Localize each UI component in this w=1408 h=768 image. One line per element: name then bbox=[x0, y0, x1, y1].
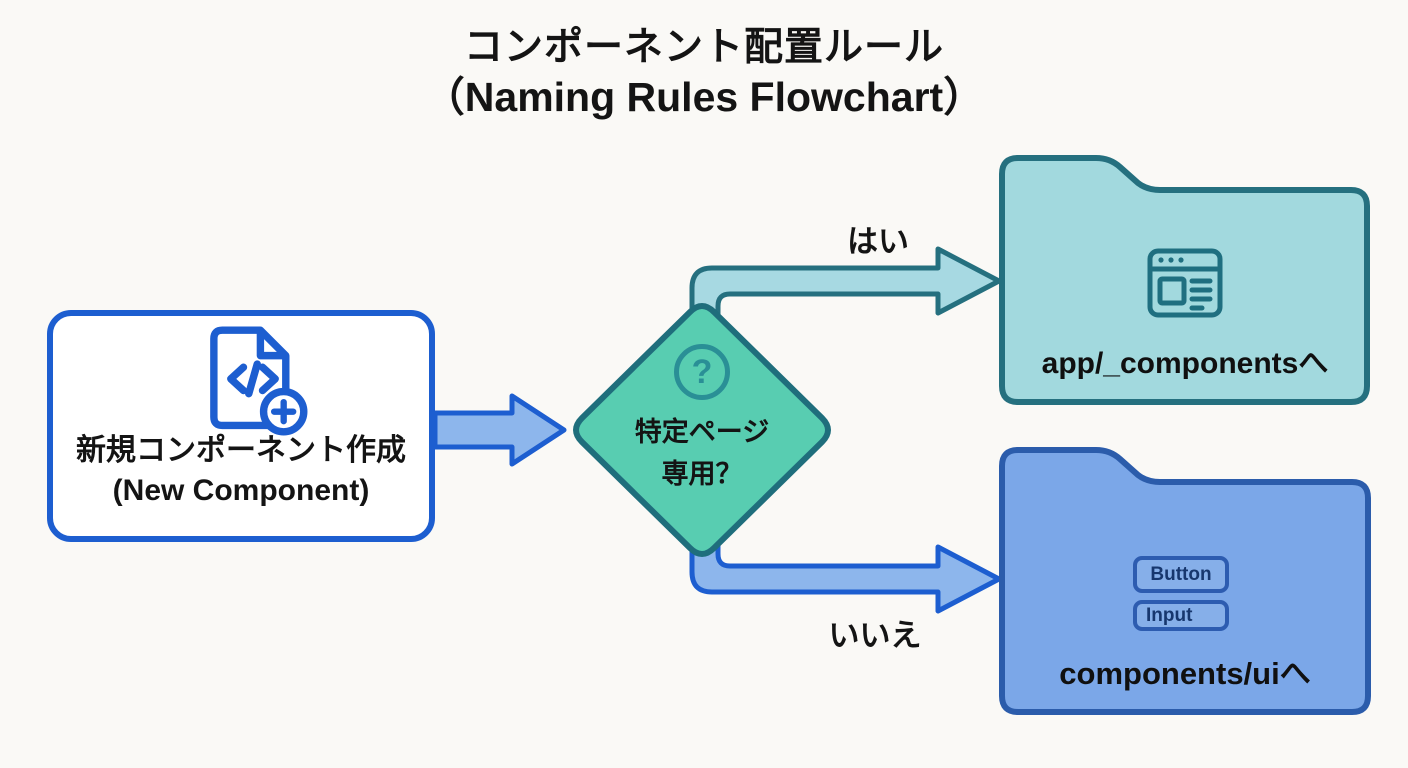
page-title: コンポーネント配置ルール （Naming Rules Flowchart） bbox=[0, 24, 1408, 122]
folder-components-ui-label: components/uiへ bbox=[1059, 656, 1311, 691]
decision-diamond bbox=[573, 303, 831, 557]
arrow-start-to-decision bbox=[432, 393, 567, 467]
code-file-add-icon bbox=[194, 326, 312, 436]
browser-window-icon bbox=[1146, 246, 1224, 320]
page-title-en: （Naming Rules Flowchart） bbox=[423, 73, 985, 120]
decision-line2: 専用？ bbox=[661, 458, 743, 489]
start-node-text: 新規コンポーネント作成 (New Component) bbox=[47, 431, 435, 511]
question-circle-icon: ? bbox=[674, 344, 730, 400]
edge-label-no: いいえ bbox=[828, 618, 922, 653]
page-title-ja: コンポーネント配置ルール bbox=[463, 26, 944, 69]
start-node-subtitle: (New Component) bbox=[112, 473, 370, 507]
folder-app-components-label: app/_componentsへ bbox=[1041, 347, 1329, 380]
decision-line1: 特定ページ bbox=[634, 417, 770, 447]
ui-chip-button: Button bbox=[1133, 556, 1229, 593]
arrow-yes bbox=[689, 246, 1002, 348]
question-glyph: ? bbox=[691, 352, 713, 391]
ui-chip-input-label: Input bbox=[1146, 604, 1193, 626]
arrow-no bbox=[689, 512, 1002, 614]
decision-node-text: 特定ページ 専用？ bbox=[570, 412, 834, 496]
ui-chip-input: Input bbox=[1133, 600, 1229, 631]
edge-label-yes: はい bbox=[847, 224, 909, 259]
ui-chip-button-label: Button bbox=[1150, 563, 1212, 585]
start-node-title: 新規コンポーネント作成 bbox=[76, 434, 406, 467]
